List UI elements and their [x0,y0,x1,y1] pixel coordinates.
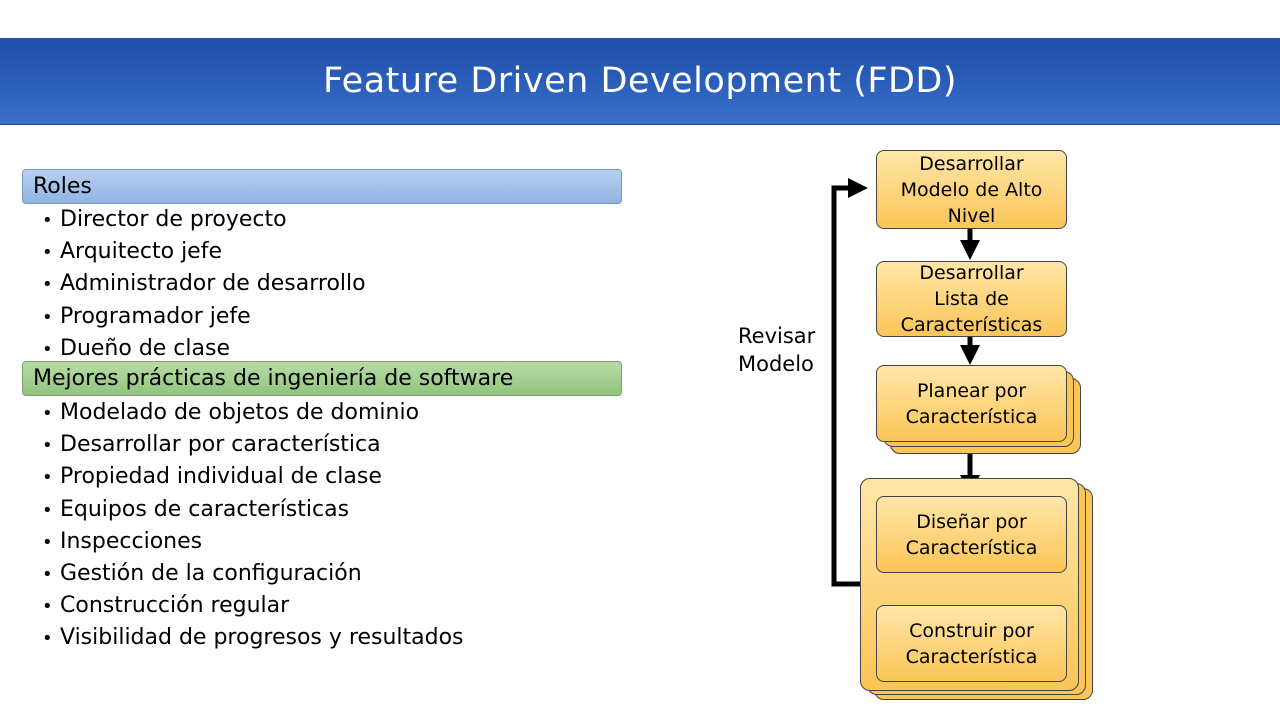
list-item-label: Propiedad individual de clase [60,464,382,490]
step-plan-by-feature: Planear por Característica [876,365,1067,442]
step-develop-model: Desarrollar Modelo de Alto Nivel [876,150,1067,229]
step-plan-by-feature-line1: Planear por [916,379,1027,402]
loop-label-line1: Revisar [738,324,816,348]
title-bar: Feature Driven Development (FDD) [0,38,1280,125]
bullet-icon: • [42,435,53,457]
step-build-by-feature-line1: Construir por [909,619,1034,642]
list-item: • Programador jefe [42,301,366,333]
step-build-feature-list-line1: Desarrollar [919,262,1024,284]
bullet-icon: • [42,563,53,585]
bullet-icon: • [42,338,53,360]
list-item: • Desarrollar por característica [42,429,464,461]
step-develop-model-line1: Desarrollar [919,152,1024,175]
practices-list: • Modelado de objetos de dominio • Desarro… [42,397,464,655]
step-build-by-feature: Construir por Característica [876,605,1067,682]
loop-label-line2: Modelo [738,352,814,376]
step-build-feature-list: Desarrollar Lista de Características [876,261,1067,337]
slide-title: Feature Driven Development (FDD) [322,61,958,101]
bullet-icon: • [42,467,53,489]
list-item-label: Dueño de clase [60,335,230,361]
step-develop-model-line3: Nivel [947,204,996,227]
list-item: • Administrador de desarrollo [42,268,366,300]
step-build-by-feature-line2: Característica [905,645,1038,668]
roles-header: Roles [22,169,622,204]
list-item-label: Desarrollar por característica [60,432,381,458]
list-item: • Visibilidad de progresos y resultados [42,622,464,654]
list-item: • Modelado de objetos de dominio [42,397,464,429]
loop-arrow-revisar-modelo [831,178,868,587]
bullet-icon: • [42,499,53,521]
bullet-icon: • [42,596,53,618]
bullet-icon: • [42,306,53,328]
bullet-icon: • [42,242,53,264]
list-item-label: Visibilidad de progresos y resultados [60,625,464,651]
list-item-label: Construcción regular [60,593,290,619]
step-design-by-feature: Diseñar por Característica [876,496,1067,573]
bullet-icon: • [42,628,53,650]
list-item: • Propiedad individual de clase [42,461,464,493]
step-develop-model-line2: Modelo de Alto [900,178,1043,201]
list-item-label: Inspecciones [60,528,203,554]
list-item-label: Modelado de objetos de dominio [60,400,420,425]
list-item-label: Equipos de características [60,496,350,522]
list-item: • Director de proyecto [42,204,366,236]
bullet-icon: • [42,274,53,296]
list-item-label: Programador jefe [60,303,251,329]
list-item-label: Arquitecto jefe [60,239,222,265]
list-item: • Equipos de características [42,494,464,526]
step-design-by-feature-line1: Diseñar por [916,510,1027,533]
bullet-icon: • [42,403,53,424]
list-item-label: Gestión de la configuración [60,560,362,586]
bullet-icon: • [42,531,53,553]
bullet-icon: • [42,210,53,231]
loop-label: Revisar Modelo [738,322,815,378]
step-build-feature-list-line3: Características [900,314,1043,336]
list-item: • Construcción regular [42,590,464,622]
step-plan-by-feature-line2: Característica [905,405,1038,428]
practices-header: Mejores prácticas de ingeniería de softw… [22,361,622,396]
step-design-by-feature-line2: Característica [905,536,1038,559]
list-item: • Gestión de la configuración [42,558,464,590]
list-item: • Arquitecto jefe [42,236,366,268]
list-item: • Dueño de clase [42,333,366,365]
step-build-feature-list-line2: Lista de [934,288,1009,310]
roles-list: • Director de proyecto • Arquitecto jefe •… [42,204,366,365]
list-item-label: Director de proyecto [60,207,287,232]
list-item: • Inspecciones [42,526,464,558]
list-item-label: Administrador de desarrollo [60,271,366,297]
